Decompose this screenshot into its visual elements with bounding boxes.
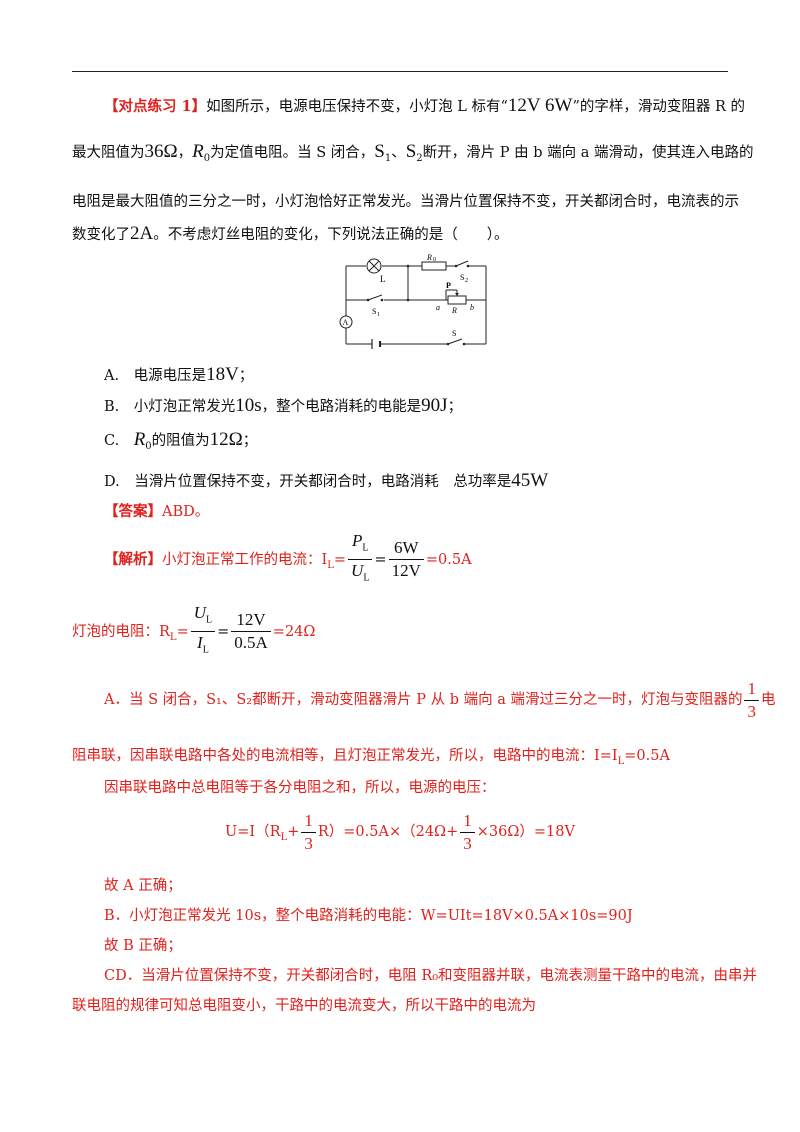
conclusion-b: 故 B 正确；: [104, 938, 182, 954]
ammeter-symbol: [339, 315, 353, 329]
answer-tag: 【答案】: [104, 503, 162, 520]
option-b: B. 小灯泡正常发光10s，整个电路消耗的电能是90J；: [104, 395, 463, 416]
svg-text:a: a: [436, 303, 440, 312]
svg-text:A: A: [343, 318, 349, 327]
conclusion-a: 故 A 正确；: [104, 878, 182, 894]
analysis-cd-line-1: CD．当滑片位置保持不变，开关都闭合时，电阻 R₀和变阻器并联，电流表测量干路中…: [104, 968, 758, 984]
lamp-label: L: [380, 274, 386, 284]
option-c: C. R0的阻值为12Ω；: [104, 429, 258, 452]
svg-text:2: 2: [465, 278, 468, 284]
circuit-diagram: L R 0 S 2 P a b R S 1 A S: [339, 253, 487, 349]
header-rule: [72, 71, 728, 72]
question-line-1: 【对点练习 1】如图所示，电源电压保持不变，小灯泡 L 标有“12V 6W”的字…: [104, 95, 746, 116]
option-d: D. 当滑片位置保持不变，开关都闭合时，电路消耗 总功率是45W: [104, 470, 549, 491]
svg-text:S: S: [372, 307, 376, 316]
rheostat: [447, 295, 467, 305]
option-a: A. 电源电压是18V；: [104, 364, 254, 385]
practice-tag: 【对点练习 1】: [104, 98, 207, 115]
svg-text:R: R: [451, 306, 457, 315]
analysis-a-line-1: A．当 S 闭合，S₁、S₂都断开，滑动变阻器滑片 P 从 b 端向 a 端滑过…: [104, 678, 776, 723]
question-line-3: 电阻是最大阻值的三分之一时，小灯泡恰好正常发光。当滑片位置保持不变，开关都闭合时…: [72, 194, 739, 210]
question-line-4: 数变化了2A。不考虑灯丝电阻的变化，下列说法正确的是（ ）。: [72, 223, 509, 244]
solution-tag: 【解析】: [104, 550, 162, 568]
question-line-2: 最大阻值为36Ω，R0为定值电阻。当 S 闭合，S1、S2断开，滑片 P 由 b…: [72, 141, 754, 164]
svg-text:1: 1: [377, 312, 380, 318]
analysis-cd-line-2: 联电阻的规律可知总电阻变小，干路中的电流变大，所以干路中的电流为: [72, 998, 536, 1014]
svg-text:S: S: [460, 273, 464, 282]
answer-line: 【答案】ABD。: [104, 503, 210, 520]
svg-text:b: b: [470, 303, 474, 312]
analysis-a-line-2: 阻串联，因串联电路中各处的电流相等，且灯泡正常发光，所以，电路中的电流：I=IL…: [72, 748, 670, 767]
svg-text:P: P: [446, 281, 451, 290]
analysis-b: B．小灯泡正常发光 10s，整个电路消耗的电能：W=UIt=18V×0.5A×1…: [104, 908, 633, 924]
analysis-a-line-3: 因串联电路中总电阻等于各分电阻之和，所以，电源的电压：: [104, 780, 496, 796]
svg-text:S: S: [452, 329, 456, 338]
svg-text:R: R: [426, 253, 432, 262]
svg-text:0: 0: [433, 257, 436, 263]
r0-resistor: [421, 261, 447, 271]
